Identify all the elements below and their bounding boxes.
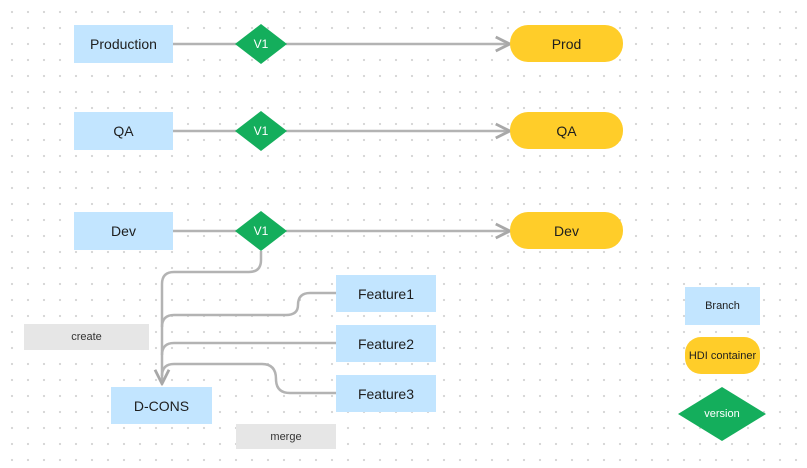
legend-hdi-container: HDI container	[685, 337, 760, 374]
container-qa[interactable]: QA	[510, 112, 623, 149]
container-prod[interactable]: Prod	[510, 25, 623, 62]
branch-production[interactable]: Production	[74, 25, 173, 63]
container-dev[interactable]: Dev	[510, 212, 623, 249]
legend-version-diamond	[678, 387, 766, 441]
branch-dev[interactable]: Dev	[74, 212, 173, 250]
connector-dev-version-to-dcons	[162, 251, 263, 382]
note-merge: merge	[236, 424, 336, 449]
version-diamond-production[interactable]	[235, 24, 287, 64]
connector-feature3-to-dcons	[160, 362, 336, 395]
feature-branch-3[interactable]: Feature3	[336, 375, 436, 412]
version-diamond-dev[interactable]	[235, 211, 287, 251]
version-diamond-qa[interactable]	[235, 111, 287, 151]
feature-branch-2[interactable]: Feature2	[336, 325, 436, 362]
feature-branch-1[interactable]: Feature1	[336, 275, 436, 312]
connector-feature2-to-dcons	[160, 341, 336, 356]
note-create: create	[24, 324, 149, 350]
branch-qa[interactable]: QA	[74, 112, 173, 150]
legend-branch: Branch	[685, 287, 760, 325]
branch-dcons[interactable]: D-CONS	[111, 387, 212, 424]
connector-feature1-to-dcons	[160, 291, 336, 328]
